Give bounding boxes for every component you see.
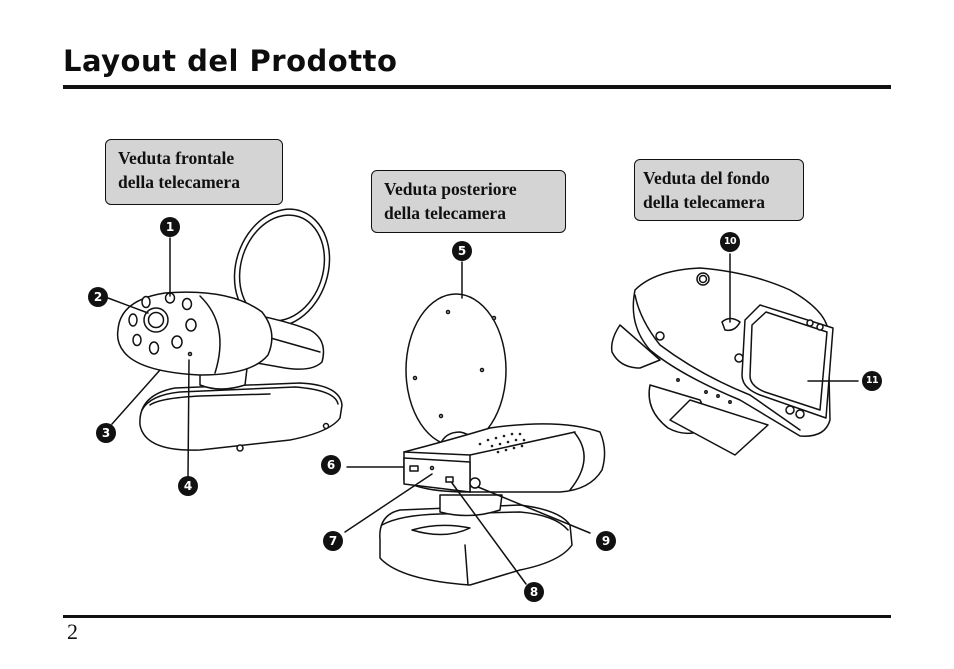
front-camera-drawing xyxy=(107,208,343,479)
callout-1: 1 xyxy=(160,217,180,237)
front-view-label-line2: della telecamera xyxy=(118,172,240,192)
callout-11: 11 xyxy=(862,371,882,391)
bottom-camera-drawing xyxy=(610,253,859,456)
rear-view-label: Veduta posteriore della telecamera xyxy=(371,170,566,233)
callout-6: 6 xyxy=(321,455,341,475)
callout-8: 8 xyxy=(524,582,544,602)
rear-camera-drawing xyxy=(344,261,606,586)
page-number: 2 xyxy=(67,619,78,644)
footer-rule xyxy=(63,615,891,618)
callout-2: 2 xyxy=(88,287,108,307)
bottom-view-label-line1: Veduta del fondo xyxy=(643,168,770,188)
callout-7: 7 xyxy=(323,531,343,551)
front-view-label: Veduta frontale della telecamera xyxy=(105,139,283,205)
callout-9: 9 xyxy=(596,531,616,551)
title-rule xyxy=(63,85,891,89)
bottom-view-label: Veduta del fondo della telecamera xyxy=(634,159,804,221)
front-view-label-line1: Veduta frontale xyxy=(118,148,235,168)
rear-view-label-line2: della telecamera xyxy=(384,203,506,223)
callout-5: 5 xyxy=(452,241,472,261)
callout-4: 4 xyxy=(178,476,198,496)
callout-3: 3 xyxy=(96,423,116,443)
page-title: Layout del Prodotto xyxy=(63,44,398,78)
bottom-view-label-line2: della telecamera xyxy=(643,192,765,212)
callout-10: 10 xyxy=(720,232,740,252)
rear-view-label-line1: Veduta posteriore xyxy=(384,179,517,199)
